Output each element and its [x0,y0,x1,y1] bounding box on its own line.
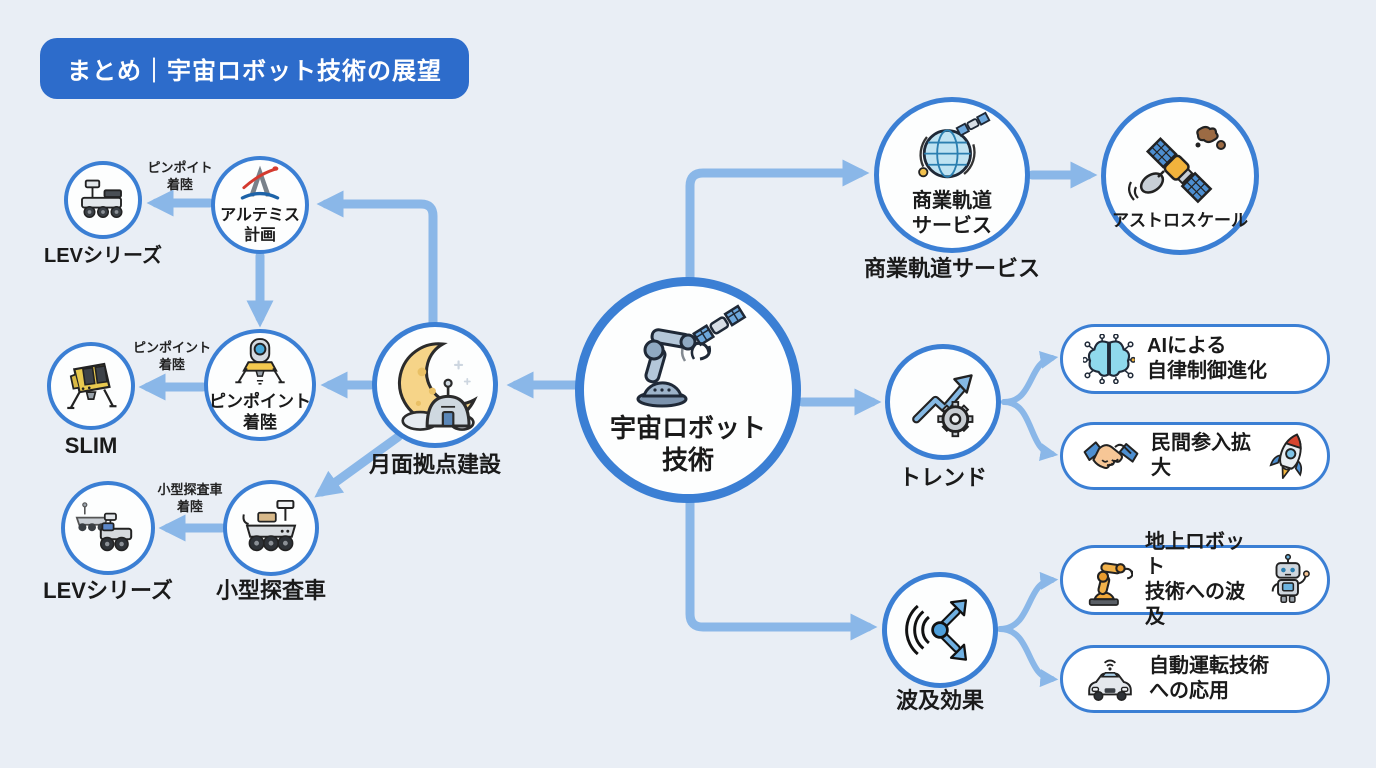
trend-label: トレンド [898,465,987,490]
node-lev-series-bottom [61,481,155,575]
edge-trend-to-private-pill [1001,399,1059,461]
lunar-lander-icon [235,337,285,385]
node-ripple-effect [882,572,998,688]
edge-central-to-commercial [685,159,870,285]
edge-ripple-to-ground-pill [997,571,1059,632]
pill-ground-robotics: 地上ロボット 技術への波及 [1060,531,1330,628]
trend-gear-icon [912,374,974,438]
ripple-arrows-icon [905,599,968,661]
pill-ground-robotics-label: 地上ロボット 技術への波及 [1145,531,1245,628]
ground-robot-arm-icon [1088,562,1133,606]
pill-private-sector-label: 民間参入拡大 [1151,432,1251,479]
edge-moonbase-to-smallrover [314,432,403,498]
node-pinpoint-landing: ピンポイント 着陸 [204,329,316,441]
node-small-rover [223,480,319,576]
satellite-debris-icon [1128,125,1226,204]
pill-autonomous-driving-label: 自動運転技術 への応用 [1149,655,1269,702]
pill-ai-autonomy: AIによる 自律制御進化 [1060,324,1330,394]
slim-lander-icon [67,362,117,410]
central-node-label: 宇宙ロボット 技術 [609,412,766,476]
edge-moonbase-to-artemis [316,190,438,329]
handshake-icon [1083,441,1139,469]
edge-label-artemis-to-lev: ピンポイト 着陸 [147,160,213,192]
edge-ripple-to-car-pill [997,626,1059,688]
ai-brain-icon [1083,334,1135,384]
node-slim [47,342,135,430]
astroscale-label: アストロスケール [1112,210,1248,230]
node-moon-base [372,322,498,448]
pinpoint-landing-label: ピンポイント 着陸 [209,391,311,432]
lev-bottom-label: LEVシリーズ [43,578,173,603]
moon-base-label: 月面拠点建設 [368,452,501,477]
edge-label-pinpoint-to-slim: ピンポイント 着陸 [132,340,211,372]
edge-trend-to-ai-pill [1001,351,1059,405]
pill-ai-autonomy-label: AIによる 自律制御進化 [1147,335,1267,382]
artemis-label: アルテミス 計画 [220,207,300,244]
artemis-logo-icon [240,165,280,200]
robot-icon [1271,553,1310,603]
autonomous-car-icon [1088,659,1132,701]
robot-arm-satellite-icon [636,303,747,407]
commercial-orbit-label: 商業軌道サービス [863,256,1040,281]
small-rover-icon [242,500,297,552]
slim-label: SLIM [64,433,118,458]
node-space-robot-technology: 宇宙ロボット 技術 [575,277,801,503]
small-rover-label: 小型探査車 [215,578,326,603]
ripple-effect-label: 波及効果 [895,688,984,713]
pill-private-sector: 民間参入拡大 [1060,422,1330,490]
node-artemis-program: アルテミス 計画 [211,156,309,254]
node-trend [885,344,1001,460]
edge-label-rover-to-lev: 小型探査車 着陸 [157,482,223,514]
rover-icon [81,179,123,218]
globe-satellite-icon [918,111,991,179]
pill-autonomous-driving: 自動運転技術 への応用 [1060,645,1330,713]
edge-central-to-ripple [685,496,878,641]
node-astroscale: アストロスケール [1101,97,1259,255]
title-badge: まとめ｜宇宙ロボット技術の展望 [40,38,469,99]
node-commercial-orbit-service: 商業軌道 サービス [874,97,1030,253]
lev-top-label: LEVシリーズ [44,245,162,267]
moon-base-icon [398,342,478,431]
rocket-icon [1269,433,1303,481]
node-lev-series-top [64,161,142,239]
commercial-orbit-inner-label: 商業軌道 サービス [912,190,992,237]
two-rovers-icon [75,502,133,552]
